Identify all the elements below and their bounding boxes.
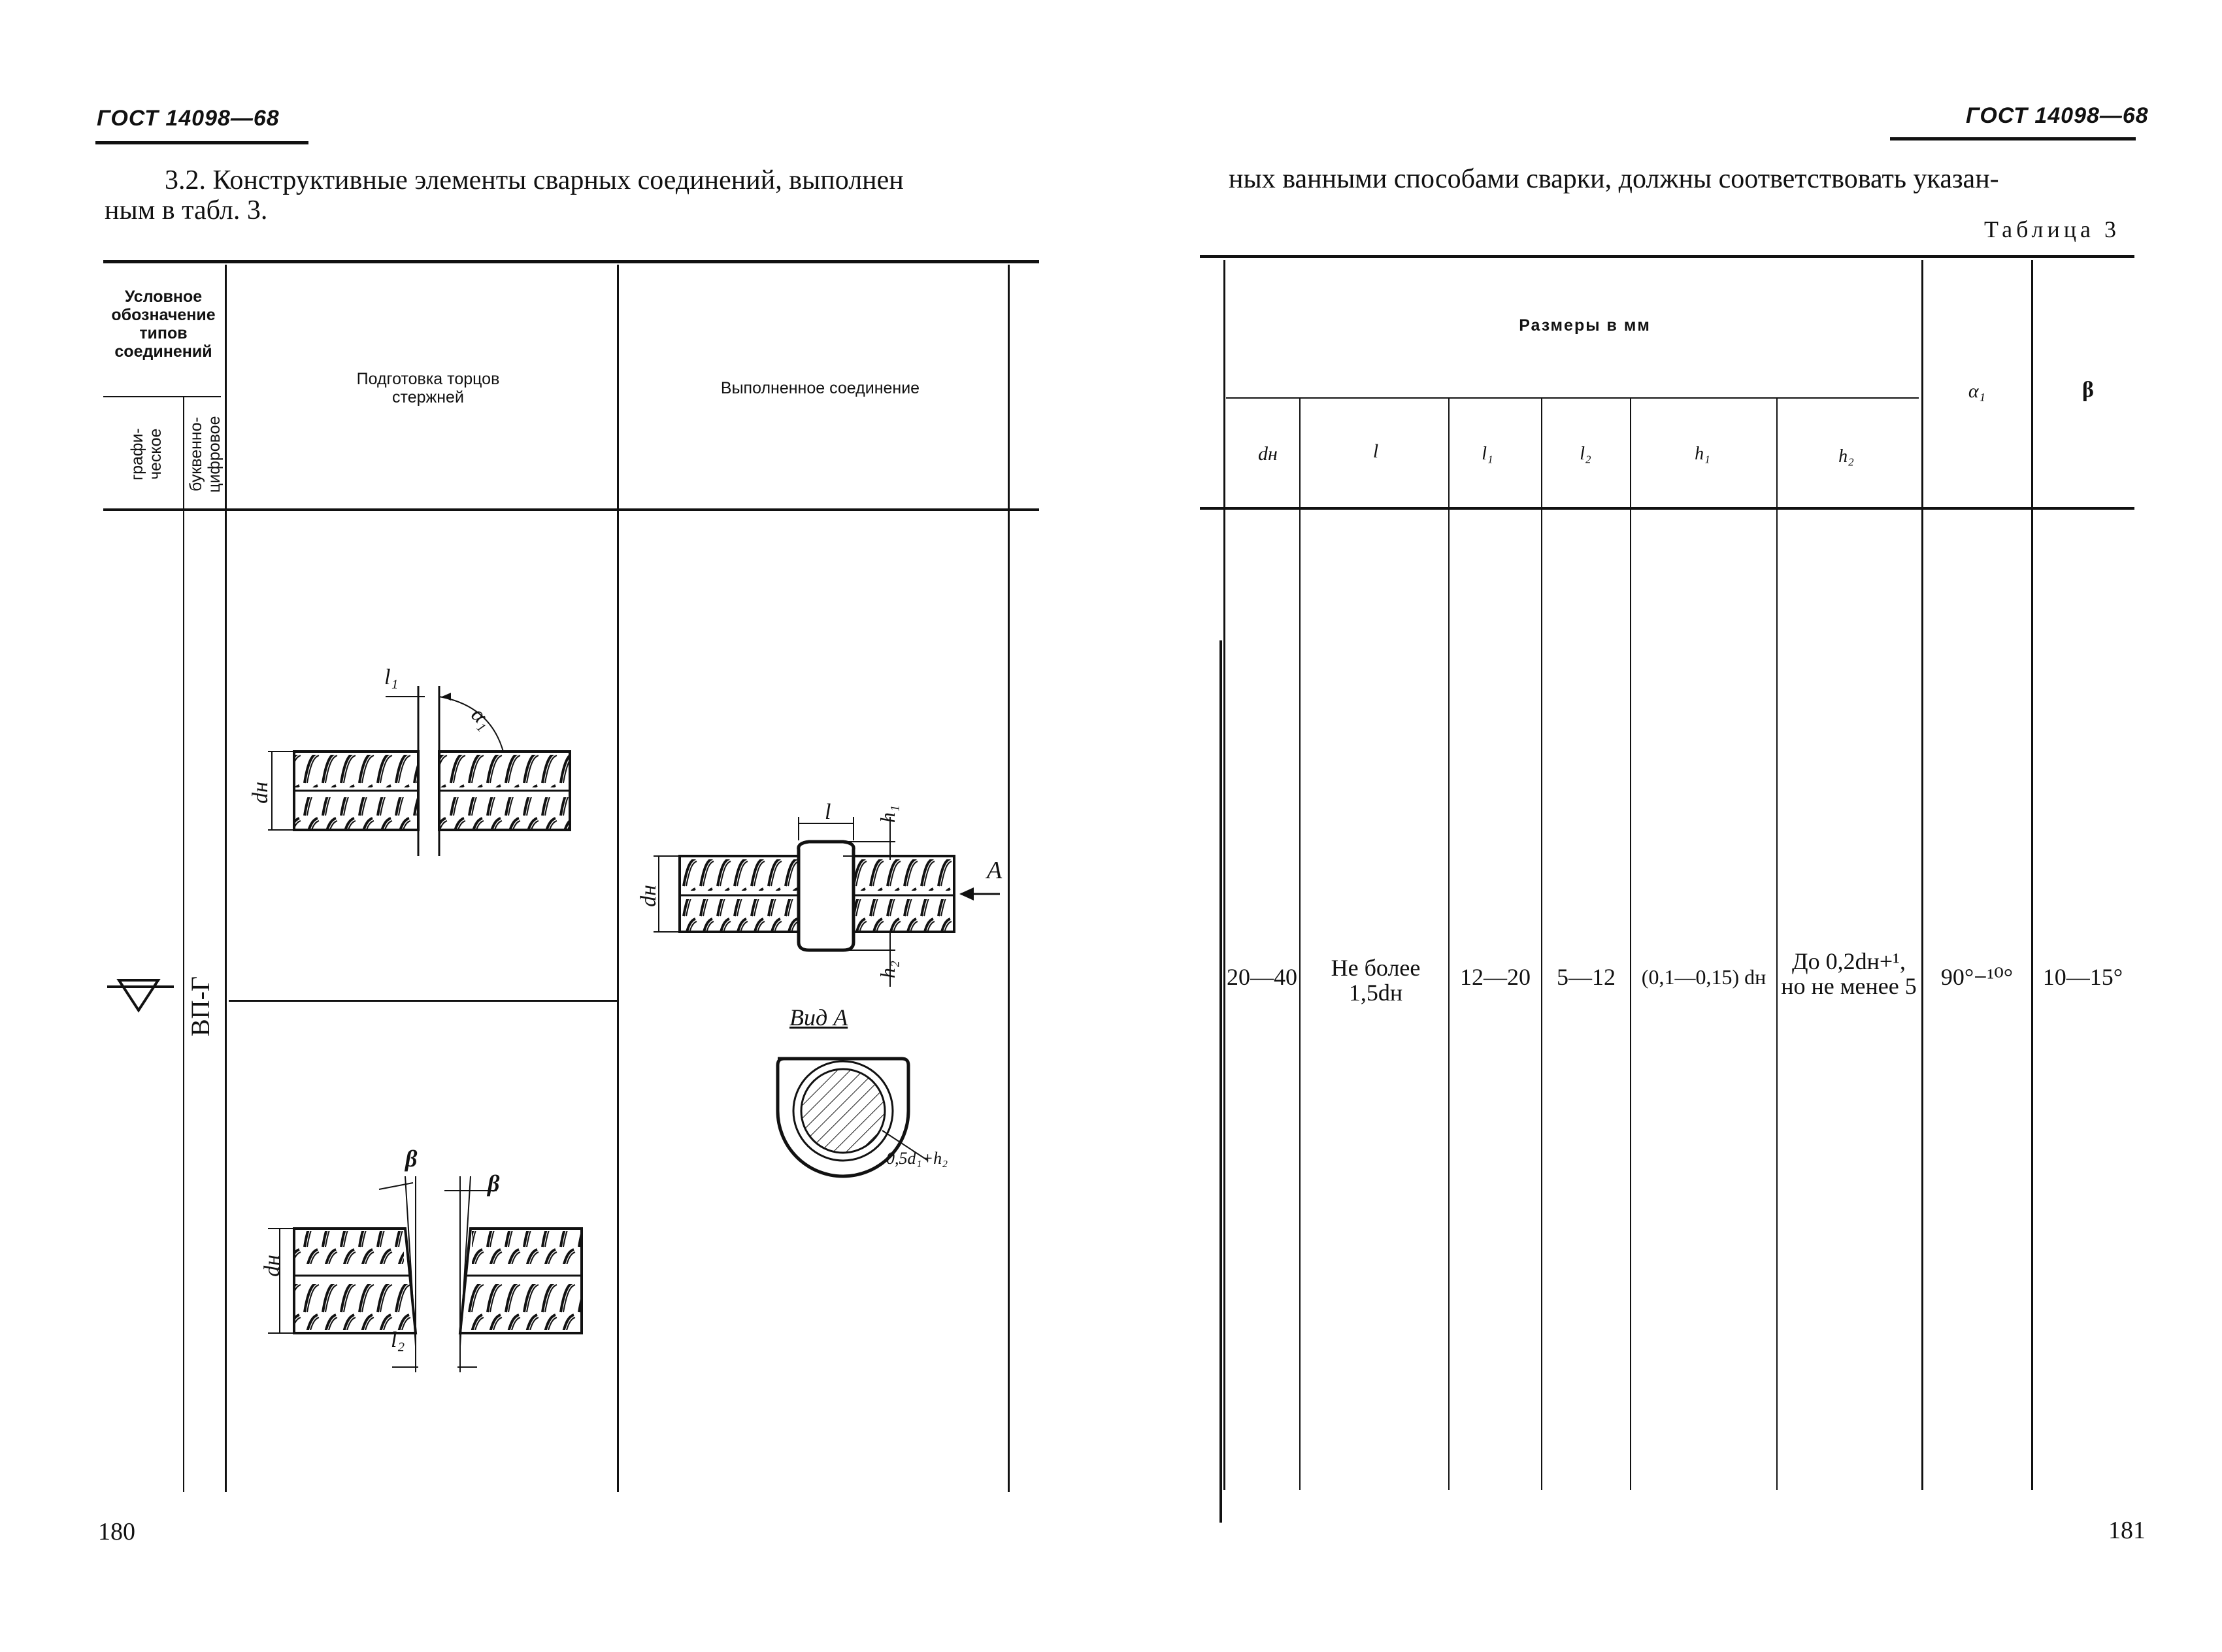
left-paragraph-line2: ным в табл. 3. [105,195,268,225]
label-dim: 0,5d₁+h₂ [886,1149,948,1168]
cell-l2: 5—12 [1557,964,1616,990]
right-running-header: ГОСТ 14098—68 [1966,103,2149,128]
label-view-a: A [987,857,1003,884]
cell-dn: 20—40 [1227,964,1297,990]
left-header-rule [95,141,308,144]
label-view-a-title: Вид A [789,1004,848,1031]
left-paragraph-line1: 3.2. Конструктивные элементы сварных сое… [165,165,904,195]
completed-header: Выполненное соединение [720,379,920,397]
col-l2: l₂ [1580,444,1591,464]
weld-symbol-icon [107,979,174,1013]
cell-h2: До 0,2dн+¹, но не менее 5 [1781,948,1917,999]
label-l: l [825,800,831,824]
label-dn-2: dн [637,885,661,907]
col-h2: h₂ [1838,446,1854,467]
cell-beta: 10—15° [2042,964,2123,990]
label-l1: l₁ [384,665,399,689]
cell-l1: 12—20 [1460,964,1531,990]
completed-joint-figure [654,817,1000,987]
right-col-div-2 [1448,399,1450,1490]
right-page-number: 181 [2108,1517,2146,1544]
graphic-header: графи-ческое [128,428,165,480]
left-running-header: ГОСТ 14098—68 [97,106,280,131]
left-col-divider-3 [617,265,619,1492]
col-dn: dн [1258,443,1278,465]
col-h1: h₁ [1695,444,1710,464]
right-table-top-rule [1200,255,2134,258]
right-col-div-4 [1630,399,1631,1490]
group-header: Размеры в мм [1519,316,1651,335]
cell-alpha1: 90°−¹⁰° [1940,964,2014,990]
label-dn-3: dн [260,1255,284,1277]
left-col-divider-1 [183,397,184,1492]
label-h1: h₁ [876,805,899,823]
right-col-div-6 [1921,260,1923,1490]
label-l2: l₂ [391,1328,405,1352]
right-table-header-rule [1200,507,2134,510]
left-table-top-rule [103,260,1039,263]
right-col-border-left [1223,260,1225,1490]
right-col-div-7 [2031,260,2033,1490]
right-header-rule [1890,137,2136,140]
cell-h1: (0,1—0,15) dн [1641,965,1766,989]
right-col-div-1 [1299,399,1301,1490]
left-table-header-rule [103,508,1039,511]
row-code: ВП-Г [186,976,215,1037]
cell-l: Не более 1,5dн [1331,955,1421,1006]
right-col-div-3 [1541,399,1542,1490]
right-col-div-5 [1776,399,1778,1490]
col-l: l [1372,440,1379,462]
designation-header: Условное обозначение типов соединений [111,288,216,361]
label-beta-1: β [405,1146,418,1172]
label-beta-2: β [488,1170,500,1197]
right-bleed-mark [1219,640,1222,1523]
label-dn-1: dн [248,782,273,804]
table-caption: Таблица 3 [1984,216,2120,242]
right-paragraph: ных ванными способами сварки, должны соо… [1229,164,1999,194]
left-col-divider-4 [1008,265,1010,1492]
preparation-header: Подготовка торцов стержней [356,370,500,406]
left-designation-subrule [103,396,221,397]
preparation-figure-2 [268,1176,583,1372]
alphanumeric-header: буквенно-цифровое [187,416,224,493]
right-group-subrule [1226,397,1919,399]
left-row-split-rule [229,1000,617,1002]
col-l1: l₁ [1482,444,1493,464]
col-alpha1: α₁ [1968,380,1986,402]
preparation-figure-1 [268,686,571,856]
col-beta: β [2082,378,2094,402]
label-h2: h₂ [876,961,899,979]
view-a-section-figure [776,1057,929,1178]
left-page-number: 180 [98,1518,135,1545]
left-col-divider-2 [225,265,227,1492]
